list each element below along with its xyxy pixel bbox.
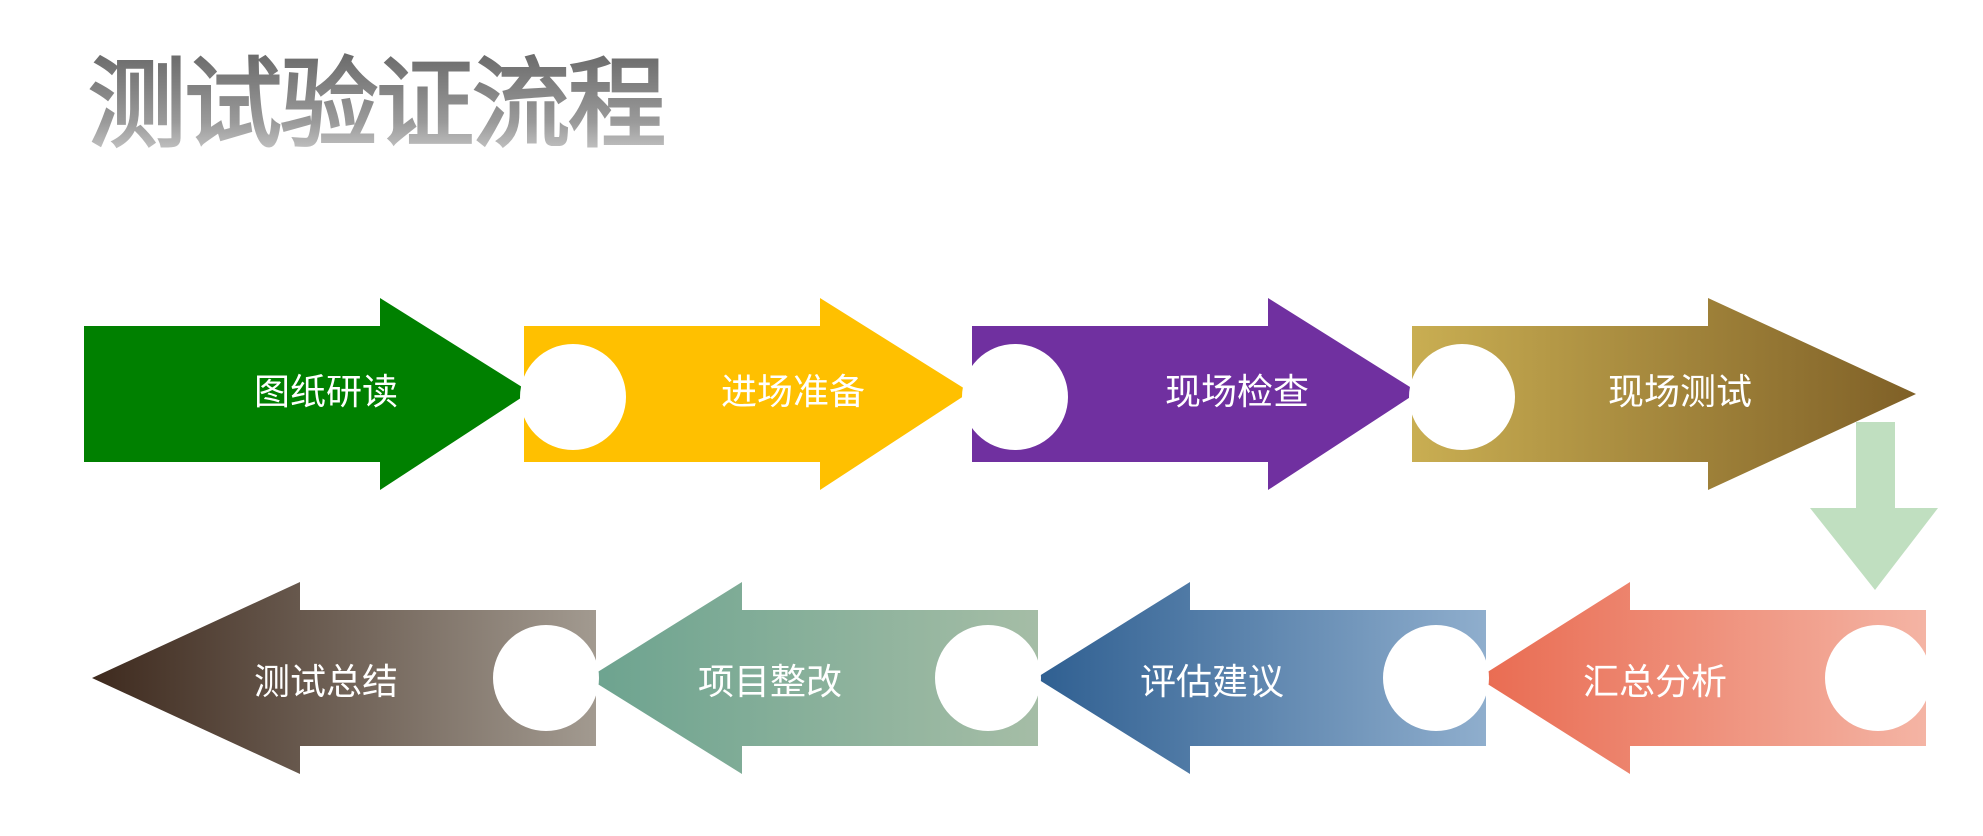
step-arrow-1: 图纸研读 <box>84 298 530 490</box>
step-arrow-8: 测试总结 <box>92 582 596 774</box>
step-label-5: 汇总分析 <box>1583 662 1727 703</box>
step-arrow-4-shape <box>1412 298 1916 490</box>
step-arrow-3-shape <box>972 298 1418 490</box>
step-label-4: 现场测试 <box>1608 372 1752 413</box>
step-label-7: 项目整改 <box>698 662 842 703</box>
step-label-1: 图纸研读 <box>254 372 398 413</box>
page-title: 测试验证流程 <box>88 48 666 162</box>
step-arrow-1-shape <box>84 298 530 490</box>
connector-circle-bottom-3 <box>935 625 1041 731</box>
step-arrow-2: 进场准备 <box>524 298 970 490</box>
connector-circle-bottom-4 <box>493 625 599 731</box>
step-arrow-3: 现场检查 <box>972 298 1418 490</box>
connector-circle-top-2 <box>962 344 1068 450</box>
step-arrow-8-shape <box>92 582 596 774</box>
step-arrow-7-shape <box>588 582 1038 774</box>
step-arrow-5: 汇总分析 <box>1478 582 1926 774</box>
step-arrow-7: 项目整改 <box>588 582 1038 774</box>
step-arrow-2-shape <box>524 298 970 490</box>
connector-circle-bottom-2 <box>1383 625 1489 731</box>
connector-circle-top-1 <box>520 344 626 450</box>
connector-circle-top-3 <box>1409 344 1515 450</box>
step-label-3: 现场检查 <box>1165 372 1309 413</box>
step-label-2: 进场准备 <box>721 372 865 413</box>
step-arrow-5-shape <box>1478 582 1926 774</box>
connector-circle-bottom-1 <box>1825 625 1931 731</box>
step-arrow-6: 评估建议 <box>1036 582 1486 774</box>
step-arrow-6-shape <box>1036 582 1486 774</box>
step-label-6: 评估建议 <box>1140 662 1284 703</box>
down-arrow-icon <box>1810 422 1938 590</box>
step-arrow-4: 现场测试 <box>1412 298 1916 490</box>
step-label-8: 测试总结 <box>254 662 398 703</box>
